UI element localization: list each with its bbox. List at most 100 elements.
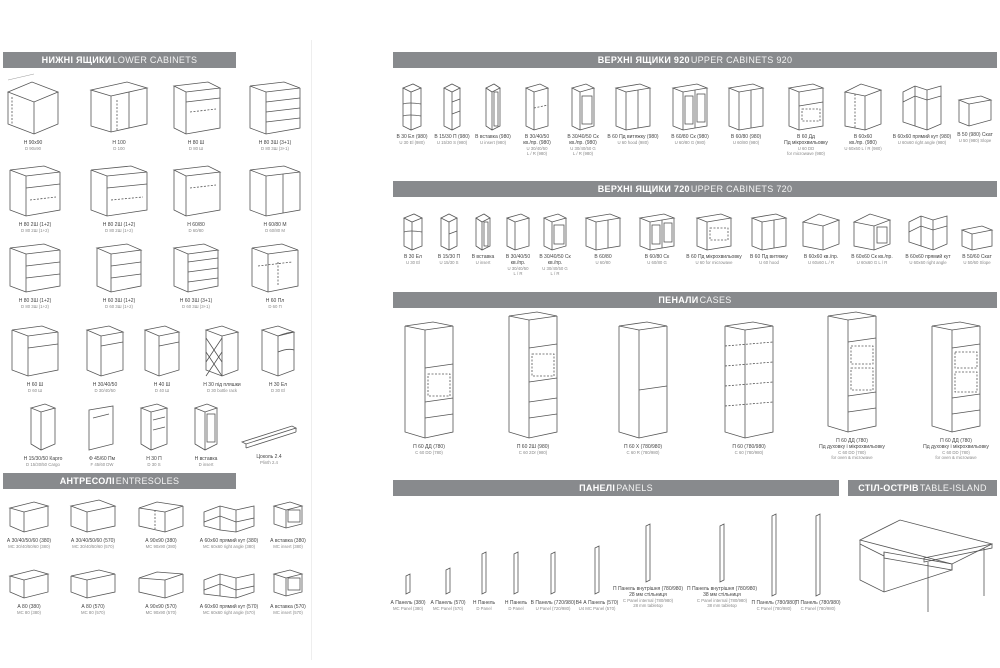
lower-cabinet-item[interactable]: Н 60 Пл D 60 П (246, 240, 304, 309)
upper720-item[interactable]: В 60 Пд мікрохвильовку U 60 for microwav… (684, 212, 744, 265)
lower-cabinet-item[interactable]: Н 80 2Ш (1+2) D 80 2Ш (1+2) (4, 160, 66, 233)
panel-item[interactable]: П Панель (780/980) C Panel (780/980) (751, 510, 797, 611)
lower-cabinet-item[interactable]: Н 30 під пляшки D 30 bottle rack (196, 322, 248, 393)
upper720-item[interactable]: В 30 Ел U 30 El (396, 212, 430, 265)
section-title: ПЕНАЛИ (658, 295, 699, 305)
lower-cabinet-item[interactable]: Н 60 Ш D 60 Ш (6, 322, 64, 393)
upper720-item[interactable]: В 60/80 Ск U 60/80 G (632, 212, 682, 265)
item-label-en: U 50 (980) Slope (958, 138, 992, 143)
panel-item[interactable]: Н Панель D Panel (500, 544, 532, 611)
upper920-item[interactable]: В 30/40/50 кв./пр. (980) U 30/40/50 L / … (514, 82, 560, 156)
lower-cabinet-item[interactable]: Н вставка D insert (184, 400, 228, 467)
table-island-item[interactable] (852, 500, 998, 620)
lower-cabinet-item[interactable]: Н 90х90 D 90x90 (2, 72, 64, 151)
upper920-item[interactable]: В 60 Дд Пд мікрохвильовку U 60 DD for mi… (776, 82, 836, 156)
upper720-item[interactable]: В 60х60 прямий кут U 60х60 right angle (900, 212, 956, 265)
entresol-item[interactable]: А 60х60 прямий кут (380) MC 60х60 right … (196, 496, 262, 549)
entresol-item[interactable]: А вставка (570) MC insert (570) (268, 566, 308, 615)
lower-cabinet-item[interactable]: Н 60/80 D 60/80 (166, 160, 226, 233)
case-item[interactable]: П 60 ДД (780) Пд духовку і мікрохвильовк… (914, 318, 998, 460)
upper920-item[interactable]: В 30 Ел (980) U 30 El (980) (394, 82, 430, 145)
panel-item[interactable]: П Панель внутрішня (780/980) 28 мм стіль… (613, 520, 683, 608)
item-label-en: D Panel (476, 606, 492, 611)
upper920-item[interactable]: В 60х60 прямий кут (980) U 60х60 right a… (892, 82, 952, 145)
lower-cabinet-item[interactable]: Н 80 3Ш (1+2) D 80 3Ш (1+2) (4, 240, 66, 309)
section-header-lower-cabinets: НИЖНІ ЯЩИКИ LOWER CABINETS (3, 52, 236, 68)
tall-panel-drawing (645, 523, 651, 583)
item-label-en: MC 60х60 right angle (570) (202, 610, 256, 615)
entresol-item[interactable]: А 30/40/50/60 (380) MC 30/40/50/60 (380) (4, 496, 54, 549)
lower-cabinet-item[interactable]: Н 80 2Ш (1+2) D 80 2Ш (1+2) (84, 160, 154, 233)
upper720-item[interactable]: В 30/40/50 Ск кв./пр. U 30/40/50 G L / R (536, 212, 574, 276)
upper920-item[interactable]: В вставка (980) U insert (980) (474, 82, 512, 145)
item-label-en: C Panel (780/980) (800, 606, 836, 611)
panel-item[interactable]: П Панель (780/980) C Panel (780/980) (795, 510, 841, 611)
entresol-item[interactable]: А 80 (570) MC 80 (570) (64, 566, 122, 615)
drawer-cabinet-drawing (9, 165, 61, 217)
lower-cabinet-item[interactable]: Н 30 П D 30 S (134, 400, 174, 467)
lower-cabinet-item[interactable]: Н 60/80 М D 60/80 M (244, 160, 306, 233)
panel-item[interactable]: А Панель (380) MC Panel (380) (388, 560, 428, 611)
item-label: Н 60 Ш (26, 382, 44, 388)
upper920-item[interactable]: В 60/80 Ск (980) U 60/80 G (980) (664, 82, 716, 145)
upper720-item[interactable]: В 60х60 кв./пр. U 60х60 L / R (796, 212, 846, 265)
lower-cabinet-item[interactable]: Н 30 Ел D 30 El (254, 322, 302, 393)
lower-cabinet-item[interactable]: Н 40 Ш D 40 Ш (138, 322, 186, 393)
entresol-item[interactable]: А 60х60 прямий кут (570) MC 60х60 right … (196, 566, 262, 615)
upper920-item[interactable]: В 30/40/50 Ск кв./пр. (980) U 30/40/50 G… (560, 82, 606, 156)
upper-cabinet-drawing (584, 213, 622, 251)
item-label-en: U 60 DD (797, 146, 815, 151)
item-label: В 30/40/50 Ск (539, 254, 571, 260)
panel-item[interactable]: Н Панель D Panel (468, 544, 500, 611)
case-item[interactable]: П 60 (780/980) C 60 (780/980) (716, 318, 782, 455)
panel-item[interactable]: А Панель (570) MC Panel (570) (428, 560, 468, 611)
lower-cabinet-item[interactable]: Ф 45/60 Пм F 45/60 DW (78, 400, 126, 467)
case-item[interactable]: П 60 ДД (780) C 60 DD (780) (396, 318, 462, 455)
upper920-item[interactable]: В 60/80 (980) U 60/80 (980) (720, 82, 772, 145)
lower-cabinet-item[interactable]: Н 15/30/50 Карго D 15/30/50 Cargo (18, 400, 68, 467)
lower-cabinet-item[interactable]: Н 60 3Ш (3+1) D 60 3Ш (3+1) (166, 240, 226, 309)
case-item[interactable]: П 60 ДД (780) Пд духовку і мікрохвильовк… (810, 308, 894, 460)
upper720-item[interactable]: В 30/40/50 кв./пр. U 30/40/50 L / R (500, 212, 536, 276)
tall-case-shelves-drawing (724, 321, 774, 439)
panel-item[interactable]: В Панель (720/980) U Panel (720/980) (531, 544, 575, 611)
upper920-item[interactable]: В 60 Пд витяжку (980) U 60 hood (980) (606, 82, 660, 145)
case-panel-drawing (771, 513, 777, 597)
entresol-item[interactable]: А 30/40/50/60 (570) MC 30/40/50/60 (570) (64, 496, 122, 549)
item-label: А 90х90 (380) (145, 538, 177, 544)
panel-item[interactable]: В4 А Панель (570) U4 MC Panel (570) (576, 540, 618, 611)
item-label-en: U 30 El (405, 260, 421, 265)
entresol-item[interactable]: А 80 (380) MC 80 (380) (4, 566, 54, 615)
upper920-item[interactable]: В 50 (980) Скат U 50 (980) Slope (952, 92, 998, 143)
upper720-item[interactable]: В 60х60 Ск кв./пр. U 60х60 G L / R (846, 212, 898, 265)
upper720-item[interactable]: В 60 Пд витяжку U 60 hood (744, 212, 794, 265)
item-label: П 60 (780/980) (732, 444, 766, 450)
entresol-item[interactable]: А 90х90 (380) MC 90х90 (380) (132, 496, 190, 549)
item-label-en: U 60х60 right angle (980) (897, 140, 947, 145)
lower-cabinet-item[interactable]: Н 100 D 100 (84, 72, 154, 151)
lower-cabinet-item[interactable]: Н 30/40/50 D 30/40/50 (80, 322, 130, 393)
lower-cabinet-item[interactable]: Н 80 Ш D 80 Ш (166, 76, 226, 151)
upper-cabinet-drawing (505, 213, 531, 251)
lower-cabinet-item[interactable]: Н 80 3Ш (3+1) D 80 3Ш (3+1) (244, 76, 306, 151)
upper920-item[interactable]: В 60х60 кв./пр. (980) U 60х60 L / R (980… (836, 82, 890, 151)
upper920-item[interactable]: В 15/30 П (980) U 15/30 S (980) (432, 82, 472, 145)
case-item[interactable]: П 60 Х (780/980) C 60 R (780/980) (610, 318, 676, 455)
lower-cabinet-item[interactable]: Цоколь 2.4 Plinth 2.4 (236, 420, 302, 465)
case-item[interactable]: П 60 2Ш (980) C 60 2Dr (980) (500, 308, 566, 455)
upper720-item[interactable]: В 15/30 П U 15/30 S (432, 212, 466, 265)
panel-item[interactable]: П Панель внутрішня (780/980) 38 мм стіль… (687, 520, 757, 608)
upper720-item[interactable]: В 50/60 Скат U 50/60 Slope (956, 222, 998, 265)
lower-cabinet-item[interactable]: Н 60 3Ш (1+2) D 60 3Ш (1+2) (86, 240, 152, 309)
dishwasher-facade-drawing (88, 405, 114, 451)
item-label: Пд духовку і мікрохвильовку (819, 444, 885, 450)
entresol-item[interactable]: А 90х90 (570) MC 90х90 (570) (132, 566, 190, 615)
item-label: В вставка (471, 254, 495, 260)
item-label: В 30/40/50 (505, 254, 531, 260)
item-label-en: Plinth 2.4 (260, 460, 278, 465)
item-label: В 60/80 (594, 254, 612, 260)
entresol-box-drawing (8, 501, 50, 533)
upper720-item[interactable]: В 60/80 U 60/80 (578, 212, 628, 265)
entresol-item[interactable]: А вставка (380) MC insert (380) (268, 496, 308, 549)
upper720-item[interactable]: В вставка U insert (466, 212, 500, 265)
